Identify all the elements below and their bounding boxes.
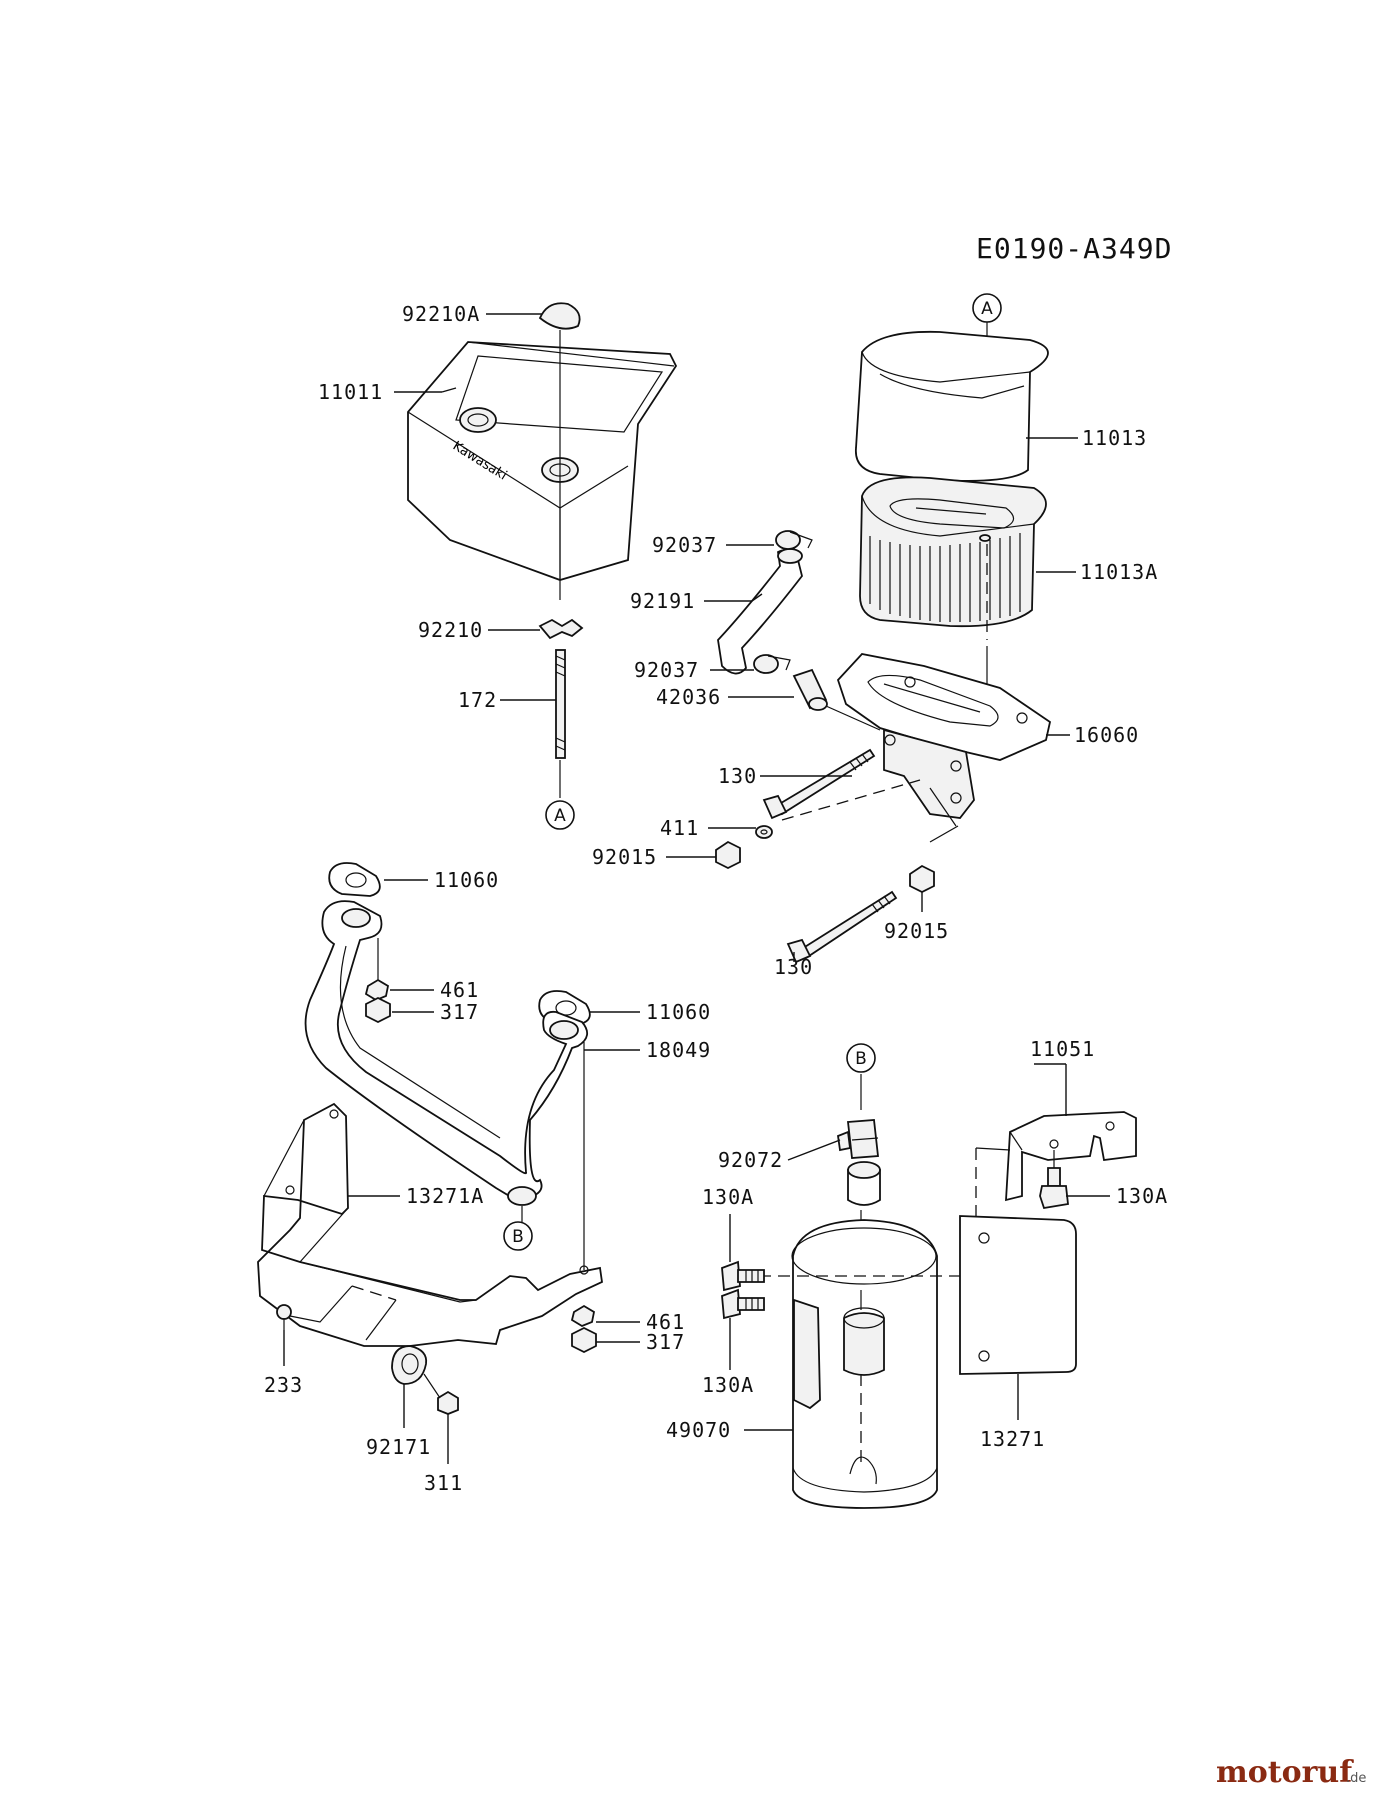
part-label-13271A: 13271A (406, 1184, 484, 1208)
part-label-130: 130 (718, 764, 757, 788)
leader-lines (283, 313, 1110, 1464)
part-label-92191: 92191 (630, 589, 695, 613)
breather-fitting-part (792, 668, 828, 711)
svg-text:A: A (554, 806, 566, 826)
part-label-42036: 42036 (656, 685, 721, 709)
flange-bolt-part (721, 1288, 765, 1320)
svg-text:B: B (855, 1049, 867, 1069)
air-filter-element-part (859, 476, 1047, 628)
bolt-part (1039, 1167, 1069, 1210)
part-label-461: 461 (440, 978, 479, 1002)
oil-cap-part (538, 302, 581, 330)
part-label-11051: 11051 (1030, 1037, 1095, 1061)
part-label-92015: 92015 (592, 845, 657, 869)
air-cleaner-base-part (836, 653, 1052, 819)
part-label-130A: 130A (1116, 1184, 1168, 1208)
pre-cleaner-part (855, 330, 1049, 482)
bolt-part (786, 890, 898, 964)
watermark-logo: motoruf .de (1216, 1755, 1366, 1790)
part-label-317: 317 (440, 1000, 479, 1024)
wing-nut-part (538, 618, 584, 640)
part-label-411: 411 (660, 816, 699, 840)
part-label-92171: 92171 (366, 1435, 431, 1459)
ref-marker-b: B (846, 1043, 876, 1073)
part-label-92037: 92037 (634, 658, 699, 682)
nut-part (437, 1390, 459, 1415)
diagram-code: E0190-A349D (976, 232, 1172, 265)
part-label-233: 233 (264, 1373, 303, 1397)
part-label-11013A: 11013A (1080, 560, 1158, 584)
hose-clamp-part (753, 530, 813, 674)
part-label-92015: 92015 (884, 919, 949, 943)
part-label-13271: 13271 (980, 1427, 1045, 1451)
part-label-18049: 18049 (646, 1038, 711, 1062)
part-label-92210A: 92210A (402, 302, 480, 326)
flange-bolt-part (721, 1260, 765, 1292)
part-label-461: 461 (646, 1310, 685, 1334)
ref-marker-b: B (503, 1221, 533, 1251)
svg-text:.de: .de (1346, 1771, 1366, 1786)
muffler-heat-shield-part (959, 1215, 1077, 1375)
engine-cover-part: Kawasaki (407, 341, 678, 581)
part-label-130: 130 (774, 955, 813, 979)
breather-hose-part (717, 548, 803, 675)
svg-text:B: B (512, 1227, 524, 1247)
part-label-172: 172 (458, 688, 497, 712)
part-label-11011: 11011 (318, 380, 383, 404)
gasket-part (328, 862, 381, 897)
svg-text:A: A (981, 299, 993, 319)
svg-text:motoruf: motoruf (1216, 1755, 1354, 1790)
bolt-part (762, 748, 876, 820)
lock-washer-part (570, 1304, 596, 1328)
part-label-130A: 130A (702, 1185, 754, 1209)
part-label-16060: 16060 (1074, 723, 1139, 747)
heat-shield-part (257, 1102, 603, 1347)
nut-part (909, 864, 935, 894)
nut-part (715, 840, 741, 870)
exhaust-pipe-part (304, 900, 588, 1206)
part-label-317: 317 (646, 1330, 685, 1354)
part-label-311: 311 (424, 1471, 463, 1495)
hex-nut-part (365, 996, 391, 1024)
stud-bolt-part (555, 649, 566, 759)
part-label-49070: 49070 (666, 1418, 731, 1442)
ref-marker-a: A (972, 293, 1002, 323)
part-label-130A: 130A (702, 1373, 754, 1397)
ref-marker-a: A (545, 800, 575, 830)
part-label-92072: 92072 (718, 1148, 783, 1172)
part-label-92210: 92210 (418, 618, 483, 642)
part-label-92037: 92037 (652, 533, 717, 557)
clamp-part (391, 1345, 428, 1385)
screw-part (276, 1304, 292, 1330)
muffler-outlet-part (847, 1161, 881, 1206)
muffler-clamp-part (837, 1119, 879, 1159)
part-label-11060: 11060 (434, 868, 499, 892)
hex-nut-part (571, 1326, 597, 1354)
muffler-bracket-part (1005, 1111, 1137, 1202)
lock-washer-part (364, 978, 390, 1002)
part-label-11013: 11013 (1082, 426, 1147, 450)
part-label-11060: 11060 (646, 1000, 711, 1024)
muffler-part (791, 1219, 938, 1509)
washer-part (755, 825, 773, 839)
